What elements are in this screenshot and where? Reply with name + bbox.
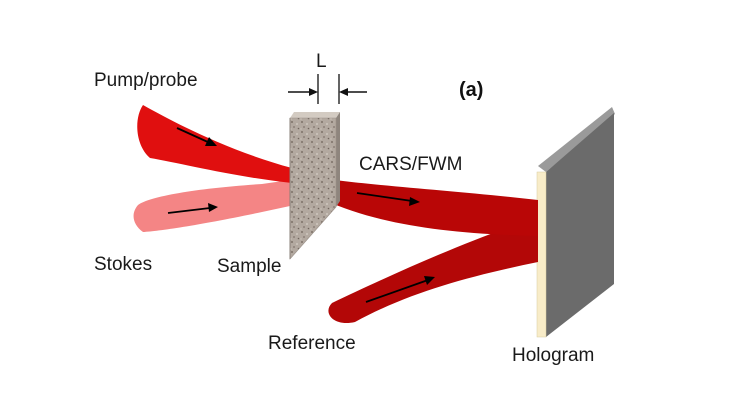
arrow-icon bbox=[356, 192, 420, 206]
cars-fwm-label: CARS/FWM bbox=[359, 154, 463, 175]
hologram-face bbox=[536, 171, 547, 338]
reference-beam bbox=[328, 214, 538, 324]
hologram-plate-side bbox=[538, 107, 615, 172]
pump-probe-label: Pump/probe bbox=[94, 70, 198, 91]
arrow-icon bbox=[167, 203, 218, 214]
stokes-label: Stokes bbox=[94, 254, 153, 275]
sample-side bbox=[336, 112, 340, 207]
dimension-arrow-icon bbox=[339, 88, 367, 96]
dimension-arrow-icon bbox=[288, 88, 318, 96]
panel-label: (a) bbox=[459, 79, 484, 101]
reference-label: Reference bbox=[268, 333, 356, 354]
arrow-icon bbox=[176, 127, 217, 146]
hologram-label: Hologram bbox=[512, 345, 595, 366]
length-label: L bbox=[316, 51, 327, 72]
cars-fwm-beam bbox=[312, 177, 538, 236]
sample-top bbox=[290, 112, 340, 118]
hologram-plate bbox=[546, 113, 614, 337]
sample-label: Sample bbox=[217, 256, 282, 277]
arrow-icon bbox=[365, 276, 435, 303]
sample-block bbox=[289, 117, 337, 260]
